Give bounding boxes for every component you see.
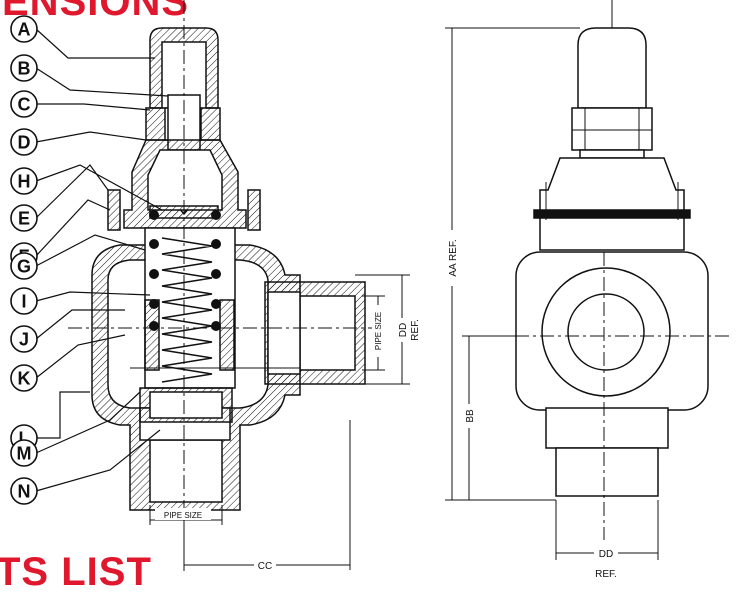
callout-j: J: [10, 325, 38, 353]
svg-text:C: C: [18, 95, 31, 115]
svg-text:N: N: [18, 482, 31, 502]
cc-label: CC: [258, 561, 272, 572]
callout-b: B: [10, 54, 38, 82]
svg-text:A: A: [18, 20, 31, 40]
callout-m: M: [10, 439, 38, 467]
callout-e: E: [10, 204, 38, 232]
ref-side-label: REF.: [410, 319, 421, 341]
dd-side-label: DD: [398, 323, 409, 337]
callout-h: H: [10, 167, 38, 195]
callout-leaders: [35, 28, 169, 492]
svg-text:J: J: [19, 330, 29, 350]
dimensions-heading: ENSIONS: [2, 0, 190, 24]
bb-label: BB: [465, 409, 476, 423]
svg-text:G: G: [17, 257, 31, 277]
svg-text:D: D: [18, 133, 31, 153]
callout-k: K: [10, 364, 38, 392]
callout-a: A: [10, 15, 38, 43]
parts-list-heading: TS LIST: [0, 550, 152, 594]
callout-n: N: [10, 477, 38, 505]
svg-text:B: B: [18, 59, 31, 79]
pipe-size-bottom-label: PIPE SIZE: [164, 511, 202, 520]
pipe-size-side-label: PIPE SIZE: [374, 312, 383, 350]
svg-text:K: K: [18, 369, 31, 389]
callout-i: I: [10, 287, 38, 315]
svg-text:E: E: [18, 209, 30, 229]
callout-d: D: [10, 128, 38, 156]
callout-g: G: [10, 252, 38, 280]
svg-text:I: I: [21, 292, 26, 312]
svg-text:M: M: [17, 444, 32, 464]
cross-section-view: [68, 0, 380, 575]
ref-bottom-label: REF.: [595, 569, 617, 580]
callout-labels: A B C D H E F G I J K L M N: [10, 15, 38, 505]
front-view: [490, 0, 730, 540]
aa-ref-label: AA REF.: [448, 239, 459, 276]
callout-c: C: [10, 90, 38, 118]
svg-text:L: L: [19, 429, 30, 449]
dd-bottom-label: DD: [599, 549, 613, 560]
svg-text:H: H: [18, 172, 31, 192]
